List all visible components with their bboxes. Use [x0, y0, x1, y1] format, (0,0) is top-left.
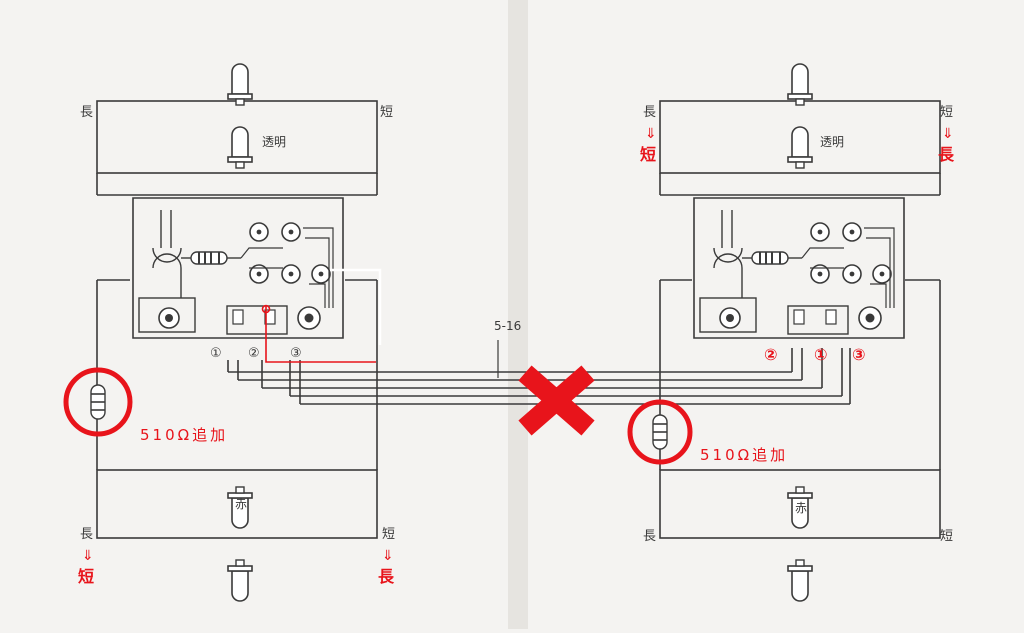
left-bottom-changed-2: 長 [378, 567, 395, 586]
cable-label: 5-16 [494, 319, 521, 333]
resistor-icon [90, 384, 106, 420]
right-resistor-note: 510Ω追加 [700, 446, 788, 464]
left-bottom-arrow-2: ⇓ [382, 548, 394, 564]
left-red-dot [261, 304, 271, 314]
left-terminal-3: ③ [290, 346, 302, 361]
right-bottom-short: 短 [940, 529, 953, 544]
left-red-label: 赤 [235, 497, 247, 511]
left-white-wire [330, 268, 382, 345]
left-terminal-2: ② [248, 346, 260, 361]
led-icon [227, 559, 253, 602]
led-icon [787, 126, 813, 169]
left-bottom-arrow-1: ⇓ [82, 548, 94, 564]
right-top-arrow-2: ⇓ [942, 126, 954, 142]
right-terminal-board [694, 198, 904, 338]
right-terminal-1: ① [814, 345, 828, 364]
left-resistor-circle [63, 367, 133, 437]
left-clear-label: 透明 [262, 135, 286, 149]
led-icon [787, 63, 813, 106]
page-fold [508, 0, 528, 629]
left-red-wire [265, 305, 376, 363]
resistor-icon [652, 414, 668, 450]
right-terminal-2: ② [764, 345, 778, 364]
left-bottom-short: 短 [382, 527, 395, 542]
right-top-changed-2: 長 [938, 145, 955, 164]
left-top-short: 短 [380, 105, 393, 120]
led-icon [787, 559, 813, 602]
right-resistor-circle [627, 399, 693, 465]
right-red-label: 赤 [795, 501, 807, 515]
led-icon [227, 126, 253, 169]
right-top-long: 長 [643, 105, 656, 120]
left-resistor-note: 510Ω追加 [140, 426, 228, 444]
left-top-long: 長 [80, 105, 93, 120]
left-circuit [96, 100, 510, 539]
right-top-changed-1: 短 [640, 145, 656, 164]
right-top-arrow-1: ⇓ [645, 126, 657, 142]
left-bottom-changed-1: 短 [78, 567, 94, 586]
led-icon [227, 63, 253, 106]
cross-mark-icon [518, 365, 595, 436]
right-clear-label: 透明 [820, 135, 844, 149]
left-bottom-long: 長 [80, 527, 93, 542]
left-terminal-1: ① [210, 346, 222, 361]
left-terminal-board [133, 198, 343, 338]
right-bottom-long: 長 [643, 529, 656, 544]
right-top-short: 短 [940, 105, 953, 120]
right-terminal-3: ③ [852, 345, 866, 364]
